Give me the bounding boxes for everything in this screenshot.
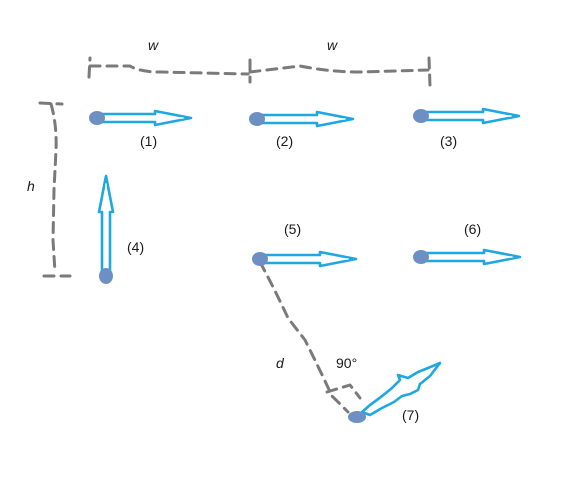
arrow-6-base <box>413 250 429 264</box>
arrow-1-shaft <box>95 109 193 127</box>
arrow-6-shaft <box>419 248 522 266</box>
arrow-5-shaft <box>258 250 358 268</box>
arrow-7-base <box>348 411 366 423</box>
right-angle-marker <box>325 383 362 400</box>
arrow-1-base <box>89 111 105 125</box>
arrow-3 <box>413 107 521 125</box>
arrows-layer <box>89 107 522 284</box>
distance-dimension-line <box>258 260 350 414</box>
arrow-6 <box>413 248 522 266</box>
arrow-label-6: (6) <box>464 221 481 237</box>
arrow-label-4: (4) <box>127 239 144 255</box>
width-dimension-line <box>87 56 432 88</box>
height-label: h <box>27 178 35 194</box>
arrow-2 <box>249 110 355 128</box>
angle-label: 90° <box>336 355 357 371</box>
arrow-label-2: (2) <box>276 133 293 149</box>
arrow-5-base <box>252 252 268 266</box>
arrow-2-base <box>249 112 265 126</box>
width-label-2: w <box>327 37 338 53</box>
arrow-1 <box>89 109 193 127</box>
arrow-4-base <box>99 268 113 284</box>
arrow-7 <box>348 361 442 423</box>
arrow-4-shaft <box>97 174 115 278</box>
arrow-2-shaft <box>255 110 355 128</box>
width-label-1: w <box>148 37 159 53</box>
arrow-4 <box>97 174 115 284</box>
arrow-label-5: (5) <box>284 221 301 237</box>
height-dimension-line <box>38 101 72 278</box>
arrow-7-shaft <box>360 361 442 417</box>
distance-label: d <box>276 355 285 371</box>
arrow-3-base <box>413 109 429 123</box>
arrow-3-shaft <box>419 107 521 125</box>
arrow-label-1: (1) <box>140 133 157 149</box>
arrow-label-3: (3) <box>440 133 457 149</box>
arrow-5 <box>252 250 358 268</box>
arrow-label-7: (7) <box>402 407 419 423</box>
